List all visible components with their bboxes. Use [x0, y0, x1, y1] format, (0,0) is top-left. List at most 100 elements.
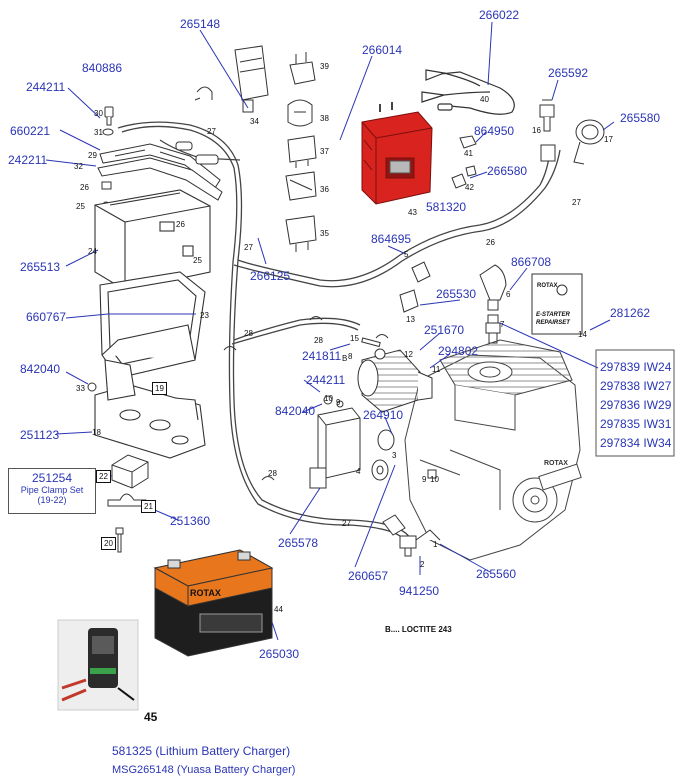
- part-number-941250[interactable]: 941250: [399, 584, 440, 598]
- e-starter-repairset-card: [531, 273, 583, 335]
- ref-35: 35: [320, 229, 329, 238]
- part-number-294802[interactable]: 294802: [438, 344, 479, 358]
- cable-harness: [117, 121, 561, 543]
- part-number-864695[interactable]: 864695: [371, 232, 412, 246]
- component-3: [371, 429, 395, 481]
- part-number-660221[interactable]: 660221: [10, 124, 51, 138]
- part-number-265578[interactable]: 265578: [278, 536, 319, 550]
- bolt-15: [361, 337, 381, 348]
- estarter-line1: E-STARTER: [536, 312, 570, 318]
- ref-1: 1: [433, 540, 438, 549]
- part-number-265148[interactable]: 265148: [180, 17, 221, 31]
- ref-6: 6: [506, 290, 511, 299]
- part-number-265530[interactable]: 265530: [436, 287, 477, 301]
- part-number-251670[interactable]: 251670: [424, 323, 465, 337]
- ref-23: 23: [200, 311, 209, 320]
- ref-33: 33: [76, 384, 85, 393]
- battery-brand: ROTAX: [190, 588, 221, 598]
- part-number-660767[interactable]: 660767: [26, 310, 67, 324]
- ref-27-top: 27: [207, 127, 216, 136]
- bolts-9-10: [323, 395, 437, 479]
- screw-20: [115, 527, 124, 553]
- loctite-note: B.... LOCTITE 243: [385, 625, 452, 634]
- part-number-241811[interactable]: 241811: [302, 349, 342, 363]
- ref-5: 5: [404, 250, 409, 259]
- piston-part-3[interactable]: 297836 IW29: [600, 398, 672, 412]
- ref-10-lower: 10: [430, 475, 439, 484]
- part-number-251360[interactable]: 251360: [170, 514, 211, 528]
- ref-11: 11: [432, 365, 441, 374]
- part-number-265560[interactable]: 265560: [476, 567, 517, 581]
- ref-28-upper: 28: [244, 329, 253, 338]
- switch-16: [539, 99, 556, 162]
- part-number-265513[interactable]: 265513: [20, 260, 61, 274]
- ref-38: 38: [320, 114, 329, 123]
- part-number-266125[interactable]: 266125: [250, 269, 291, 283]
- charger-clip-leads-40: [421, 69, 515, 115]
- part-number-842040-left[interactable]: 842040: [20, 362, 61, 376]
- ref-30: 30: [94, 109, 103, 118]
- part-number-251123[interactable]: 251123: [20, 428, 60, 442]
- part-number-581320[interactable]: 581320: [426, 200, 467, 214]
- ref-21: 21: [141, 500, 156, 513]
- part-number-265580[interactable]: 265580: [620, 111, 661, 125]
- piston-part-2[interactable]: 297838 IW27: [600, 379, 672, 393]
- leader-lines: [45, 21, 615, 641]
- ref-9-upper: 9: [336, 398, 341, 407]
- part-number-265592[interactable]: 265592: [548, 66, 589, 80]
- part-number-266022[interactable]: 266022: [479, 8, 520, 22]
- ref-18: 18: [92, 428, 101, 437]
- starter-motor: [357, 348, 433, 413]
- ref-31: 31: [94, 128, 103, 137]
- connector-1: [382, 514, 406, 536]
- piston-list: 297839 IW24 297838 IW27 297836 IW29 2978…: [600, 358, 671, 453]
- ref-17: 17: [604, 135, 613, 144]
- ref-37: 37: [320, 147, 329, 156]
- ref-4: 4: [356, 467, 361, 476]
- part-number-264910[interactable]: 264910: [363, 408, 404, 422]
- part-number-266580[interactable]: 266580: [487, 164, 528, 178]
- plug-adapter-35: [285, 215, 317, 252]
- part-number-266014[interactable]: 266014: [362, 43, 403, 57]
- ref-45: 45: [144, 710, 158, 724]
- ref-43: 43: [408, 208, 417, 217]
- harness-connector-34: [234, 45, 269, 113]
- spark-plug-cap-6: [479, 264, 507, 311]
- sensor-2: [399, 529, 441, 557]
- battery-strap-32: [97, 157, 223, 201]
- part-number-281262[interactable]: 281262: [610, 306, 651, 320]
- plug-adapter-36: [285, 171, 317, 201]
- yuasa-charger-label[interactable]: MSG265148 (Yuasa Battery Charger): [112, 764, 296, 776]
- part-number-260657[interactable]: 260657: [348, 569, 389, 583]
- ref-26-right: 26: [486, 238, 495, 247]
- part-number-840886[interactable]: 840886: [82, 61, 123, 75]
- ref-10: 10: [324, 394, 333, 403]
- part-number-864950[interactable]: 864950: [474, 124, 515, 138]
- battery-charger-photo-45: [57, 619, 139, 711]
- battery-tray-23: [99, 271, 206, 379]
- estarter-line2: REPAIRSET: [536, 320, 570, 326]
- cable-clip-27: [194, 86, 213, 101]
- part-number-265030[interactable]: 265030: [259, 647, 300, 661]
- part-number-842040-mid[interactable]: 842040: [275, 404, 316, 418]
- ref-13: 13: [406, 315, 415, 324]
- piston-part-1[interactable]: 297839 IW24: [600, 360, 672, 374]
- part-number-244211-mid[interactable]: 244211: [306, 373, 346, 387]
- piston-part-5[interactable]: 297834 IW34: [600, 436, 672, 450]
- pipe-clamp-set-box: 251254 Pipe Clamp Set (19-22): [8, 468, 96, 514]
- lithium-charger-label[interactable]: 581325 (Lithium Battery Charger): [112, 744, 291, 758]
- ref-27-right: 27: [572, 198, 581, 207]
- ref-2: 2: [420, 560, 425, 569]
- part-number-242211[interactable]: 242211: [8, 153, 48, 167]
- ref-44: 44: [274, 605, 283, 614]
- clips-41-42: [451, 135, 477, 189]
- engine-brand: ROTAX: [544, 460, 568, 467]
- ref-20: 20: [101, 537, 116, 550]
- piston-part-4[interactable]: 297835 IW31: [600, 417, 672, 431]
- ref-28-lower: 28: [268, 469, 277, 478]
- part-number-866708[interactable]: 866708: [511, 255, 552, 269]
- part-number-244211-top[interactable]: 244211: [26, 80, 66, 94]
- battery-bracket-18: [94, 359, 206, 459]
- part-13: [399, 289, 419, 313]
- part-number-251254[interactable]: 251254: [31, 471, 73, 485]
